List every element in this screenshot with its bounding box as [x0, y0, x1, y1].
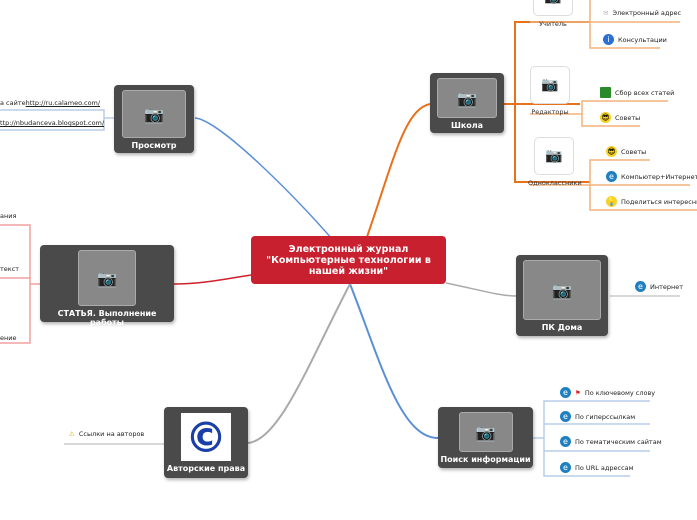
- lightbulb-icon: 💡: [606, 196, 617, 207]
- sub-classmates[interactable]: 📷 Одноклассники: [528, 137, 582, 187]
- warning-icon: ⚠: [69, 430, 75, 438]
- leaf[interactable]: Сбор всех статей: [600, 87, 674, 98]
- calameo-link[interactable]: http://ru.calameo.com/: [25, 99, 101, 107]
- pc-label: ПК Дома: [541, 323, 583, 332]
- sub-label: Учитель: [539, 20, 567, 28]
- leaf-label: По гиперссылкам: [575, 412, 636, 421]
- leaf: а сайте http://ru.calameo.com/: [0, 99, 100, 107]
- leaf[interactable]: i Консультации: [603, 34, 667, 45]
- leaf-label: Сбор всех статей: [615, 88, 675, 97]
- leaf[interactable]: ение: [0, 334, 16, 342]
- pc-node[interactable]: 📷 ПК Дома: [516, 255, 608, 336]
- leaf[interactable]: ания: [0, 212, 16, 220]
- leaf[interactable]: e Интернет: [635, 281, 683, 292]
- globe-icon: e: [606, 171, 617, 182]
- leaf[interactable]: e Компьютер+Интернет: [606, 171, 697, 182]
- leaf[interactable]: e По тематическим сайтам: [560, 436, 662, 447]
- leaf[interactable]: e По гиперссылкам: [560, 411, 635, 422]
- sub-teacher[interactable]: 📷 Учитель: [528, 0, 578, 28]
- view-label: Просмотр: [131, 141, 177, 150]
- search-label: Поиск информации: [440, 455, 531, 464]
- copyright-label: Авторские права: [166, 464, 246, 473]
- info-icon: i: [603, 34, 614, 45]
- school-node[interactable]: 📷 Школа: [430, 73, 504, 133]
- leaf-label: ение: [0, 334, 17, 342]
- camera-icon: 📷: [530, 66, 570, 104]
- copyright-icon: ©: [181, 413, 231, 462]
- leaf-label: ания: [0, 212, 17, 220]
- leaf[interactable]: текст: [0, 265, 19, 273]
- search-node[interactable]: 📷 Поиск информации: [438, 407, 533, 468]
- leaf-label: Электронный адрес: [612, 9, 682, 17]
- leaf[interactable]: 😎 Советы: [600, 112, 640, 123]
- view-node[interactable]: 📷 Просмотр: [114, 85, 194, 153]
- camera-icon: 📷: [523, 260, 601, 320]
- article-node[interactable]: 📷 СТАТЬЯ. Выполнение работы: [40, 245, 174, 327]
- globe-icon: e: [560, 411, 571, 422]
- flag-icon: ⚑: [575, 388, 581, 397]
- cool-smiley-icon: 😎: [600, 112, 611, 123]
- sub-label: Одноклассники: [528, 179, 582, 187]
- leaf-label: а сайте: [0, 99, 26, 107]
- leaf-label: Интернет: [650, 282, 684, 291]
- article-label: СТАТЬЯ. Выполнение работы: [57, 309, 157, 327]
- copyright-node[interactable]: © Авторские права: [164, 407, 248, 478]
- central-topic[interactable]: Электронный журнал "Компьютерные техноло…: [251, 236, 446, 284]
- leaf-label: Консультации: [618, 35, 667, 44]
- camera-icon: 📷: [437, 78, 497, 118]
- blogspot-link[interactable]: ttp://nbudanceva.blogspot.com/: [0, 119, 105, 127]
- globe-icon: e: [560, 387, 571, 398]
- camera-icon: 📷: [78, 250, 136, 306]
- leaf-label: По тематическим сайтам: [575, 437, 662, 446]
- central-topic-label: Электронный журнал "Компьютерные техноло…: [266, 243, 431, 277]
- book-icon: [600, 87, 611, 98]
- leaf[interactable]: 💡 Поделиться интересными: [606, 196, 697, 207]
- camera-icon: 📷: [458, 412, 513, 452]
- leaf-label: Компьютер+Интернет: [621, 172, 697, 181]
- leaf[interactable]: 😎 Советы: [606, 146, 646, 157]
- leaf: ttp://nbudanceva.blogspot.com/: [0, 119, 104, 127]
- leaf-label: Ссылки на авторов: [78, 430, 145, 438]
- school-label: Школа: [450, 121, 484, 130]
- leaf[interactable]: ✉Электронный адрес: [603, 9, 681, 17]
- camera-icon: 📷: [534, 137, 574, 175]
- leaf[interactable]: e ⚑По ключевому слову: [560, 387, 655, 398]
- leaf-label: Советы: [621, 147, 647, 156]
- sub-editors[interactable]: 📷 Редакторы: [528, 66, 572, 116]
- leaf[interactable]: e По URL адрессам: [560, 462, 634, 473]
- globe-icon: e: [635, 281, 646, 292]
- leaf-label: По URL адрессам: [575, 463, 634, 472]
- leaf[interactable]: ⚠Ссылки на авторов: [69, 430, 144, 438]
- leaf-label: Советы: [615, 113, 641, 122]
- globe-icon: e: [560, 462, 571, 473]
- sub-label: Редакторы: [531, 108, 569, 116]
- leaf-label: Поделиться интересными: [621, 197, 697, 206]
- leaf-label: По ключевому слову: [584, 388, 656, 397]
- globe-icon: e: [560, 436, 571, 447]
- camera-icon: 📷: [533, 0, 573, 16]
- cool-smiley-icon: 😎: [606, 146, 617, 157]
- camera-icon: 📷: [122, 90, 186, 138]
- envelope-icon: ✉: [603, 9, 609, 17]
- leaf-label: текст: [0, 265, 20, 273]
